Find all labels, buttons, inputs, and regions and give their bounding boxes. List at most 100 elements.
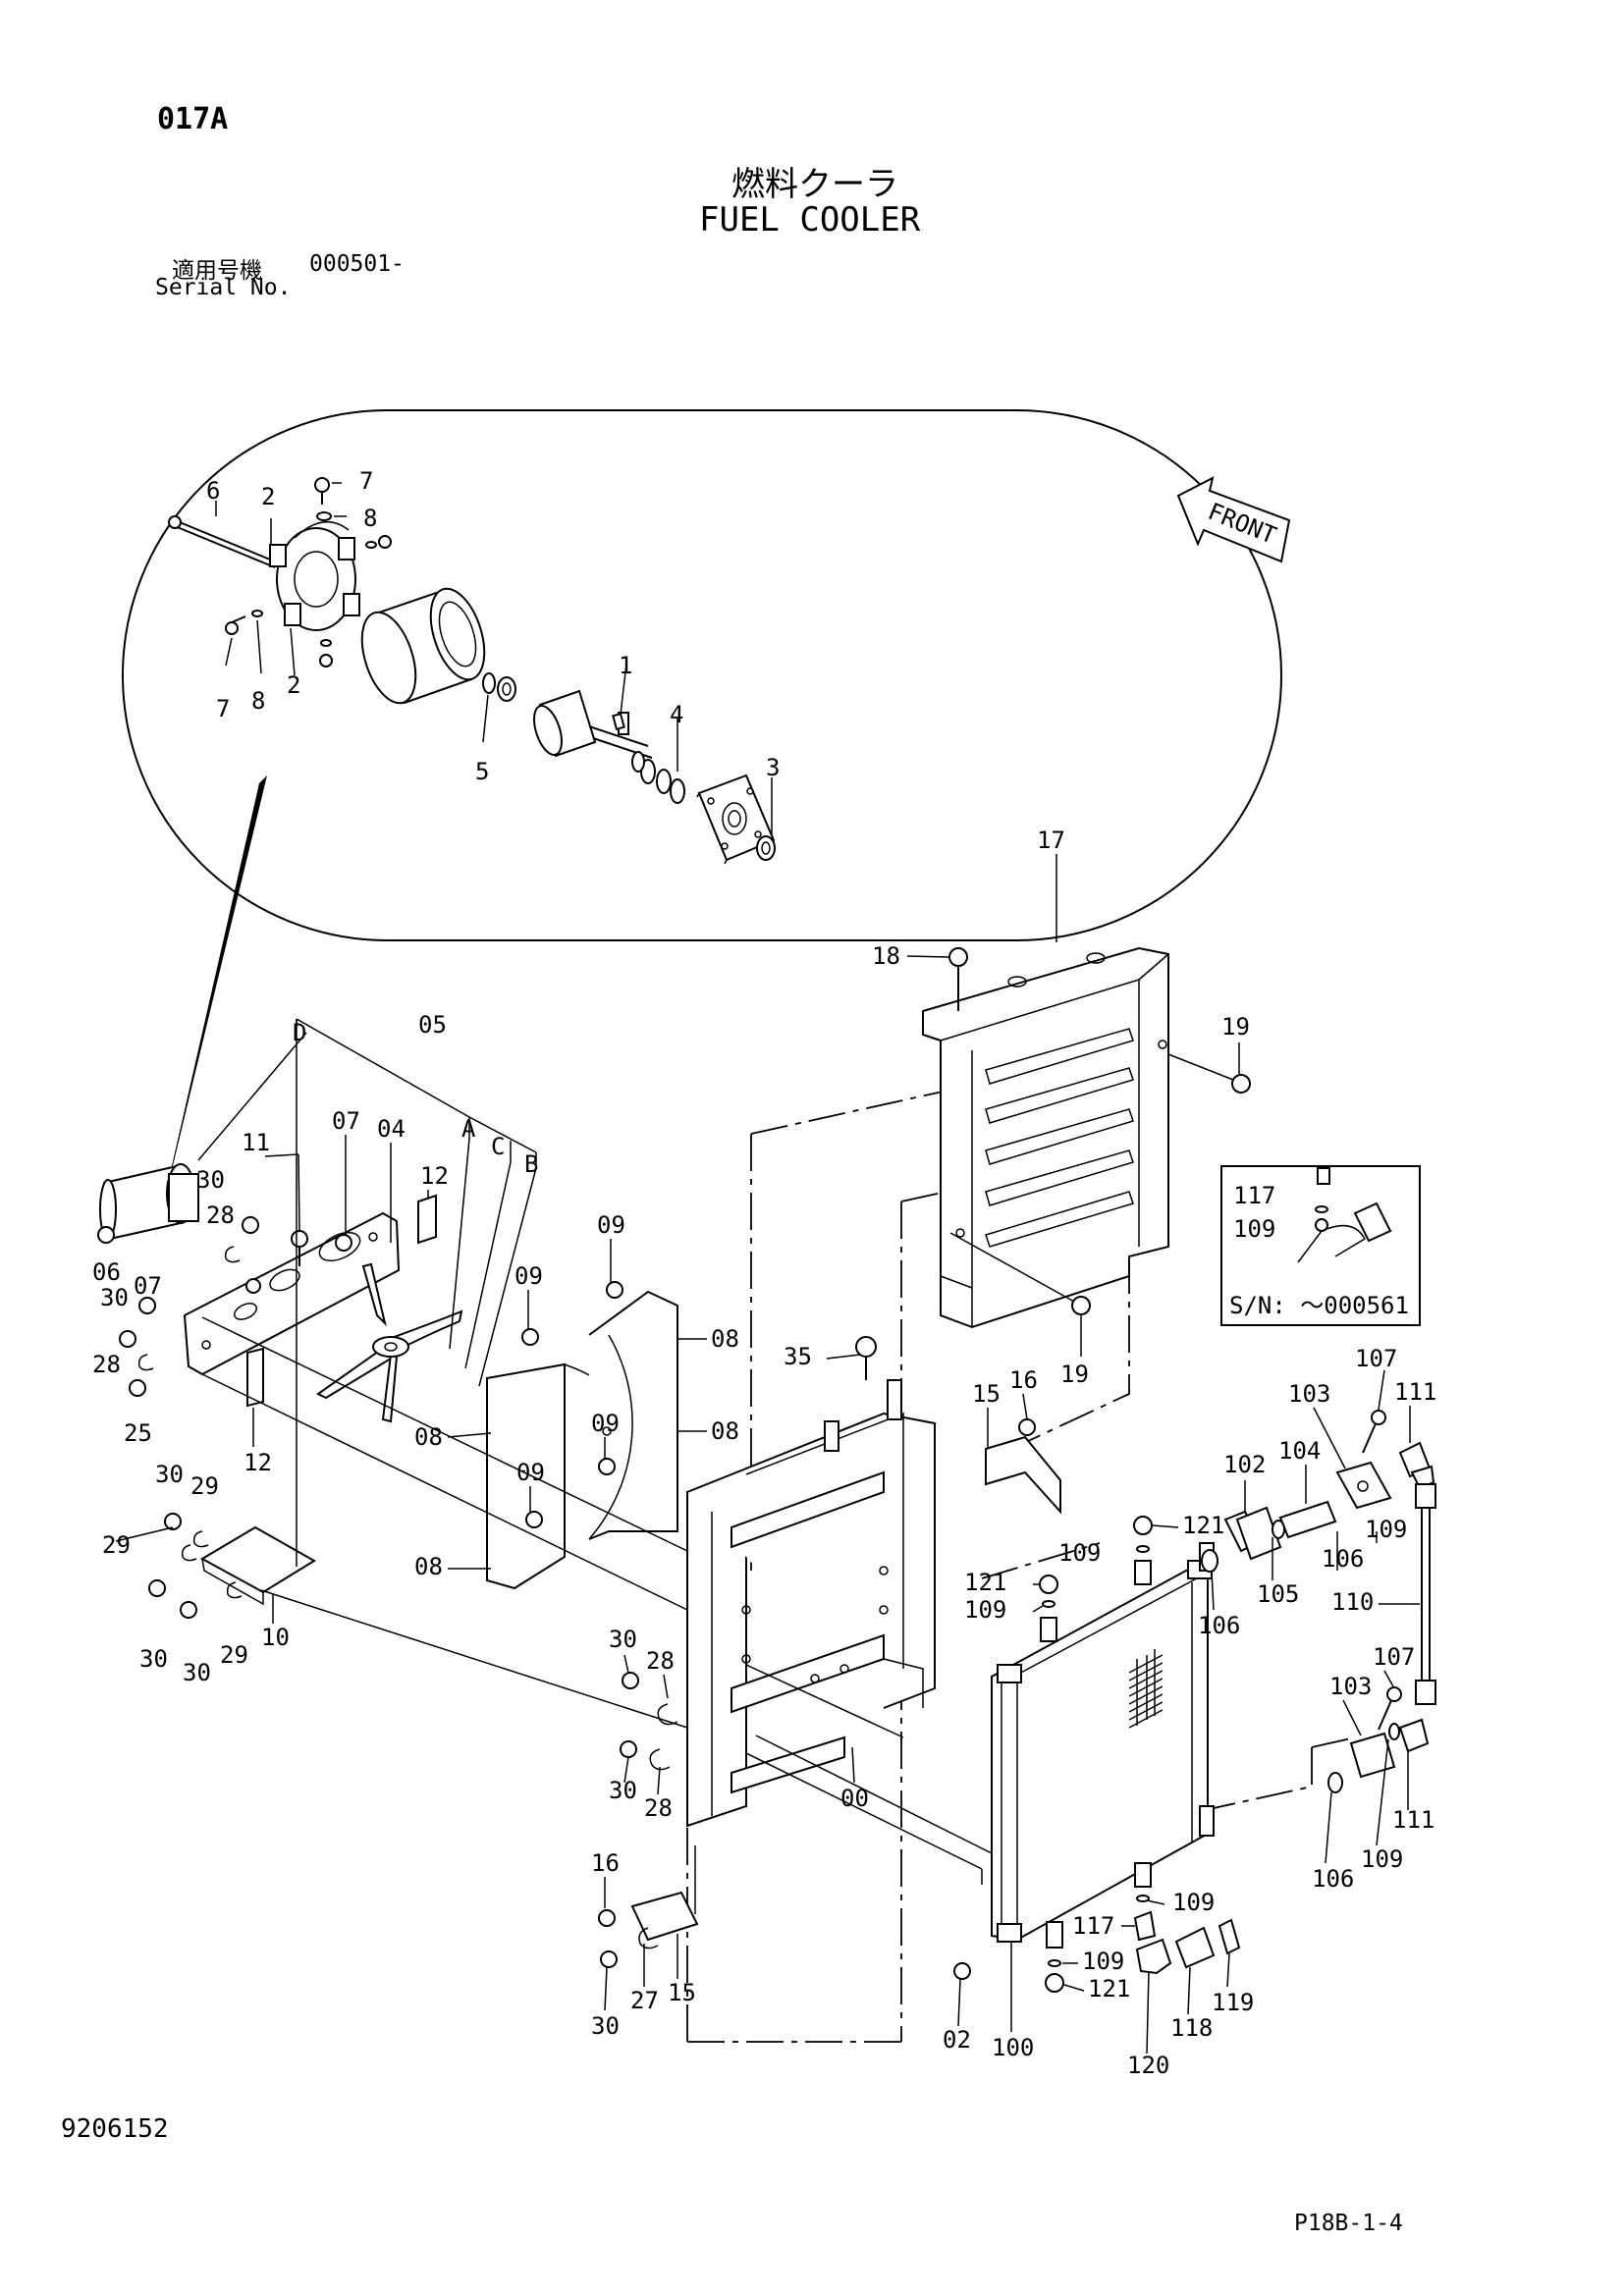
callout-105: 105 [1257,1580,1299,1608]
page-reference: P18B-1-4 [1294,2211,1403,2236]
callout-120: 120 [1127,2052,1169,2079]
callout-15-lower: 15 [668,1979,696,2006]
callout-30-g: 30 [609,1777,637,1804]
callout-08-b: 08 [414,1423,443,1451]
callout-118: 118 [1170,2014,1213,2042]
callout-05: 05 [418,1011,447,1039]
callout-117-lower: 117 [1072,1912,1114,1940]
callout-121-a: 121 [1182,1512,1224,1539]
fan-shroud-plates-08 [486,1290,678,1590]
callout-1: 1 [619,652,632,679]
serial-label-english: Serial No. [155,275,292,300]
callout-29-a: 29 [190,1472,219,1500]
callout-25: 25 [124,1419,152,1447]
callout-28-c: 28 [646,1647,675,1675]
callout-110: 110 [1331,1588,1374,1616]
callout-121-b: 121 [964,1569,1006,1596]
callout-109-f: 109 [1172,1889,1215,1916]
callout-06: 06 [92,1258,121,1286]
callout-16-upper: 16 [1009,1366,1038,1394]
callout-09-c: 09 [591,1410,620,1437]
callout-labels: 1 2 2 3 4 5 6 7 7 8 8 17 18 19 19 05 D A… [92,467,1436,2079]
assembly-lines [197,1018,993,1914]
callout-8-lower: 8 [251,687,265,715]
callout-17: 17 [1037,827,1065,854]
callout-5: 5 [475,758,489,785]
callout-7-upper: 7 [359,467,373,495]
callout-109-c: 109 [1365,1516,1407,1543]
callout-09-b: 09 [514,1262,543,1290]
inset-box [1220,1165,1421,1326]
callout-119: 119 [1212,1989,1254,2016]
callout-103-lower: 103 [1329,1673,1372,1700]
callout-12-lower: 12 [244,1449,272,1476]
callout-111-lower: 111 [1392,1806,1435,1834]
callout-leader-lines [115,854,1420,2055]
callout-100: 100 [992,2034,1034,2061]
callout-08-c: 08 [711,1417,739,1445]
callout-106-b: 106 [1198,1612,1240,1639]
front-direction-arrow: FRONT [1176,476,1291,563]
main-frame-00 [686,1336,936,1828]
callout-29-b: 29 [102,1531,131,1559]
callout-10: 10 [261,1624,290,1651]
document-number: 9206152 [61,2114,169,2144]
callout-12-upper: 12 [420,1162,449,1190]
title-japanese: 燃料クーラ [731,165,898,204]
callout-A: A [461,1115,476,1143]
bubble-leader-lines [215,482,773,834]
callout-30-d: 30 [139,1645,168,1673]
callout-106-c: 106 [1312,1865,1354,1893]
louver-frame-17 [922,946,1251,1329]
callout-104: 104 [1278,1437,1321,1465]
callout-C: C [491,1133,505,1160]
inset-serial-number: S/N: ～000561 [1229,1292,1409,1319]
callout-19-right: 19 [1221,1013,1250,1041]
callout-109-g: 109 [1082,1948,1124,1975]
callout-8-upper: 8 [363,505,377,532]
callout-30-a: 30 [196,1166,225,1194]
callout-102: 102 [1223,1451,1266,1478]
callout-109-d: 109 [964,1596,1006,1624]
fuel-cooler-core-100 [991,1542,1215,1949]
fan-motor-assembly [97,1163,1061,1980]
callout-09-a: 09 [597,1211,625,1239]
callout-02: 02 [943,2026,971,2054]
callout-08-d: 08 [414,1553,443,1580]
serial-number-value: 000501- [309,251,405,277]
callout-15-upper: 15 [972,1380,1001,1408]
callout-109-e: 109 [1361,1845,1403,1873]
callout-07-left: 07 [134,1272,162,1300]
callout-28-b: 28 [92,1351,121,1378]
callout-107-lower: 107 [1373,1643,1415,1671]
callout-28-d: 28 [644,1794,673,1822]
callout-04: 04 [377,1115,406,1143]
serial-label-japanese: 適用号機 [172,258,262,284]
callout-4: 4 [670,701,683,728]
callout-3: 3 [766,754,780,781]
motor-parts [168,477,776,865]
callout-16-lower: 16 [591,1849,620,1877]
callout-109-inset: 109 [1233,1215,1275,1243]
callout-35: 35 [784,1343,812,1370]
callout-2-upper: 2 [261,483,275,510]
callout-121-c: 121 [1088,1975,1130,2002]
callout-29-c: 29 [220,1641,248,1669]
callout-00: 00 [840,1785,869,1812]
callout-19-bottom: 19 [1060,1361,1089,1388]
callout-6: 6 [206,477,220,505]
callout-D: D [293,1019,306,1046]
callout-109-b: 109 [1058,1539,1101,1567]
callout-B: B [524,1150,538,1178]
callout-28-a: 28 [206,1201,235,1229]
callout-106-a: 106 [1322,1545,1364,1573]
callout-08-a: 08 [711,1325,739,1353]
callout-2-lower: 2 [287,671,300,699]
callout-103-upper: 103 [1288,1380,1330,1408]
callout-107-upper: 107 [1355,1345,1397,1372]
callout-117-inset: 117 [1233,1182,1275,1209]
callout-30-h: 30 [591,2012,620,2040]
callout-7-lower: 7 [216,695,230,722]
callout-11: 11 [242,1129,270,1156]
